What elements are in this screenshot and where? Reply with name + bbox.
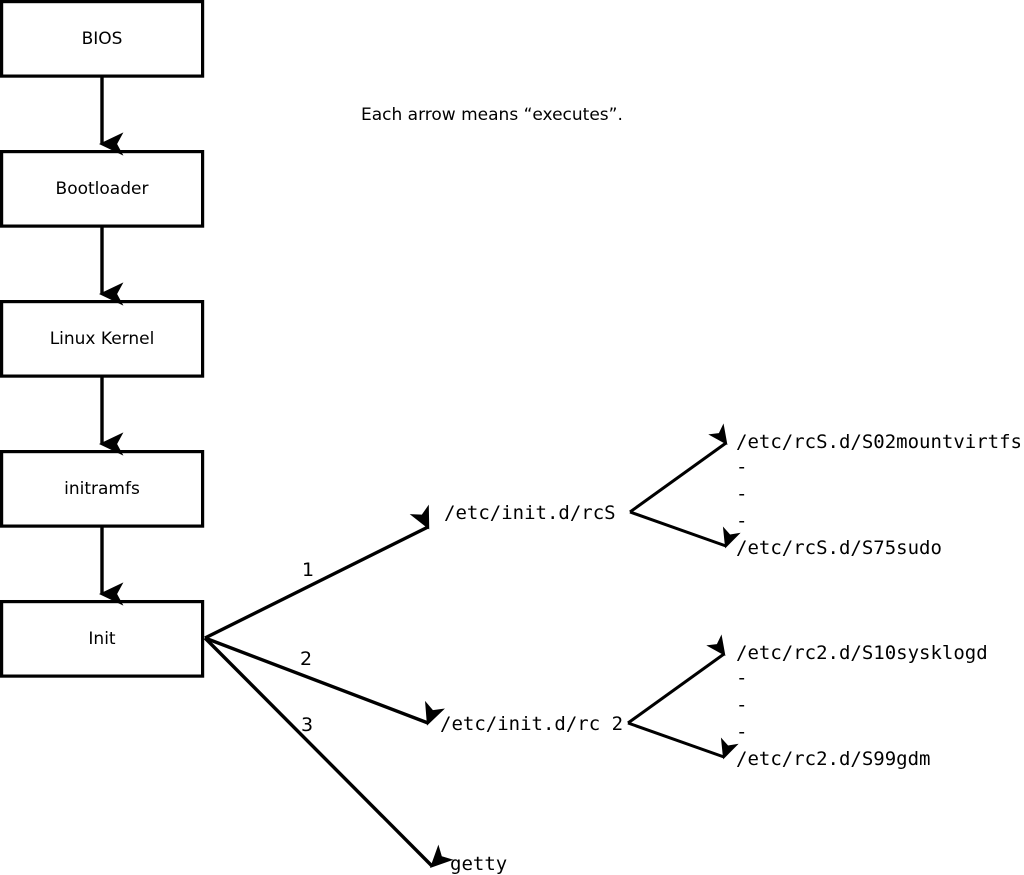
label-rcs-ellipsis-1: - xyxy=(736,456,747,478)
rcs-fanout-group: /etc/rcS.d/S02mountvirtfs - - - /etc/rcS… xyxy=(629,423,1022,559)
boot-chain-group: BIOS Bootloader Linux Kernel initramfs I… xyxy=(0,0,205,678)
label-rcs-ellipsis-3: - xyxy=(736,510,747,532)
box-initramfs-label: initramfs xyxy=(64,479,140,499)
arrow-init-to-getty xyxy=(203,636,454,868)
branch-number-3: 3 xyxy=(301,714,313,736)
box-bootloader[interactable]: Bootloader xyxy=(0,150,205,228)
box-init-label: Init xyxy=(88,629,116,649)
label-rcs-first-script: /etc/rcS.d/S02mountvirtfs xyxy=(736,431,1022,453)
branch-number-labels-group: 1 2 3 xyxy=(300,559,314,736)
label-rcs-ellipsis-2: - xyxy=(736,483,747,505)
arrow-rc2-to-last-script xyxy=(627,721,739,760)
branch-number-1: 1 xyxy=(302,559,314,581)
label-etc-init-d-rc2: /etc/init.d/rc 2 xyxy=(440,713,623,735)
label-rc2-ellipsis-2: - xyxy=(736,694,747,716)
box-bios-label: BIOS xyxy=(82,29,123,49)
box-init-rect xyxy=(0,599,205,678)
label-rc2-last-script: /etc/rc2.d/S99gdm xyxy=(736,748,930,770)
branch-target-labels-group: /etc/init.d/rcS /etc/init.d/rc 2 getty xyxy=(440,502,623,875)
box-initramfs[interactable]: initramfs xyxy=(0,450,205,528)
arrow-init-to-rc2 xyxy=(204,636,445,726)
box-bios-rect xyxy=(0,0,205,78)
label-rc2-ellipsis-1: - xyxy=(736,667,747,689)
arrow-rcs-to-first-script xyxy=(629,423,728,514)
box-linux-kernel[interactable]: Linux Kernel xyxy=(0,300,205,378)
label-getty: getty xyxy=(450,853,507,875)
arrow-rcs-to-last-script xyxy=(629,510,741,549)
branch-number-2: 2 xyxy=(300,648,312,670)
label-rcs-last-script: /etc/rcS.d/S75sudo xyxy=(736,537,942,559)
arrow-rc2-to-first-script xyxy=(627,634,726,725)
init-branch-arrows-group xyxy=(203,504,454,868)
label-etc-init-d-rcs: /etc/init.d/rcS xyxy=(444,502,616,524)
label-rc2-first-script: /etc/rc2.d/S10sysklogd xyxy=(736,642,988,664)
arrow-init-to-rcs xyxy=(204,504,430,640)
box-linux-kernel-label: Linux Kernel xyxy=(50,329,155,349)
legend-note: Each arrow means “executes”. xyxy=(361,105,623,125)
box-init[interactable]: Init xyxy=(0,599,205,678)
box-bootloader-label: Bootloader xyxy=(56,179,149,199)
label-rc2-ellipsis-3: - xyxy=(736,721,747,743)
box-bios[interactable]: BIOS xyxy=(0,0,205,78)
box-linux-kernel-rect xyxy=(0,300,205,378)
rc2-fanout-group: /etc/rc2.d/S10sysklogd - - - /etc/rc2.d/… xyxy=(627,634,988,770)
